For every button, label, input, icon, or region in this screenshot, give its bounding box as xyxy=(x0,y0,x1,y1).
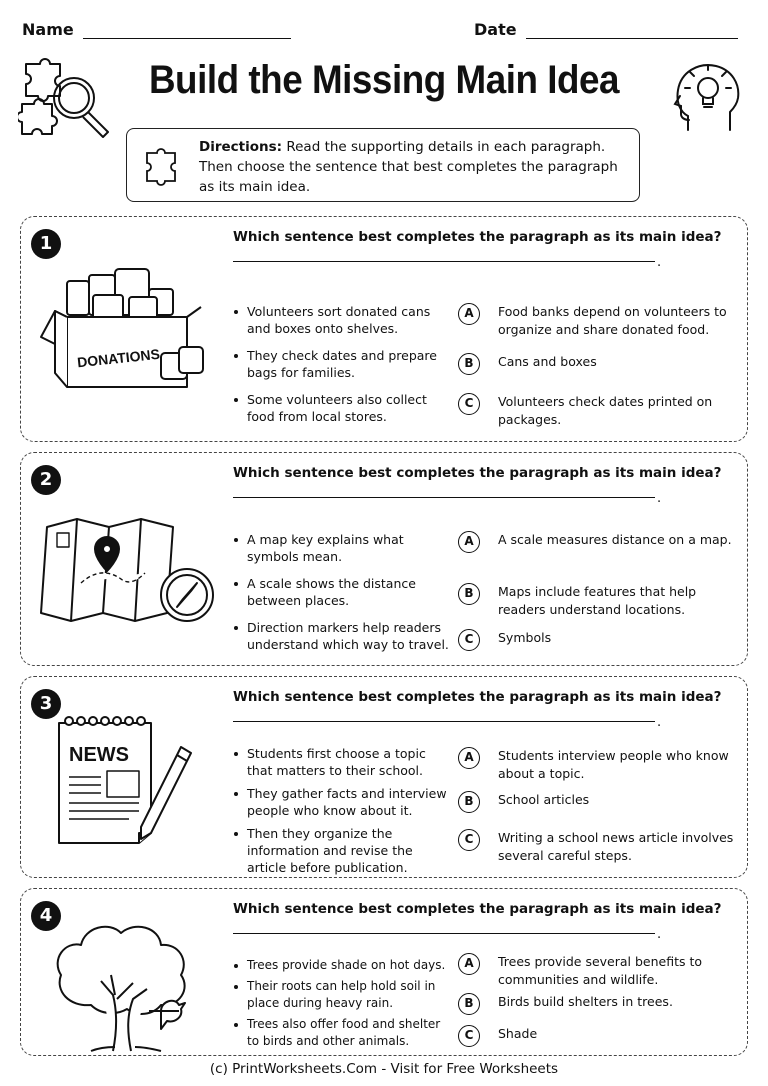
option-text: Shade xyxy=(498,1026,538,1041)
option-text: Volunteers check dates printed on packag… xyxy=(498,394,713,427)
question-prompt: Which sentence best completes the paragr… xyxy=(233,901,722,917)
directions-text: Directions: Read the supporting details … xyxy=(199,137,629,197)
detail-item: They gather facts and interview people w… xyxy=(231,785,453,819)
option-text: Trees provide several benefits to commun… xyxy=(498,954,703,987)
details-list: Students first choose a topic that matte… xyxy=(231,745,453,886)
question-number: 3 xyxy=(31,689,61,719)
question-card-1: 1 Which sentence best completes the para… xyxy=(20,216,748,442)
option-letter[interactable]: C xyxy=(458,829,480,851)
option-letter[interactable]: B xyxy=(458,353,480,375)
donation-box-icon: DONATIONS xyxy=(40,268,204,388)
detail-item: They check dates and prepare bags for fa… xyxy=(231,347,453,381)
detail-item: A scale shows the distance between place… xyxy=(231,575,453,609)
detail-item: Their roots can help hold soil in place … xyxy=(231,978,453,1012)
name-line[interactable] xyxy=(83,24,292,39)
answer-line[interactable] xyxy=(233,933,655,934)
name-field[interactable]: Name xyxy=(22,20,292,39)
option-text: Maps include features that help readers … xyxy=(498,584,697,617)
detail-item: A map key explains what symbols mean. xyxy=(231,531,453,565)
option-letter[interactable]: B xyxy=(458,583,480,605)
question-card-2: 2 Which sentence best completes the para… xyxy=(20,452,748,666)
head-lightbulb-icon xyxy=(673,64,740,131)
option-text: Food banks depend on volunteers to organ… xyxy=(498,304,727,337)
option-text: Cans and boxes xyxy=(498,354,597,369)
answer-line[interactable] xyxy=(233,261,655,262)
option-letter[interactable]: A xyxy=(458,303,480,325)
question-prompt: Which sentence best completes the paragr… xyxy=(233,465,722,481)
option-text: Symbols xyxy=(498,630,552,645)
news-label: NEWS xyxy=(69,744,129,766)
directions-lead: Directions: xyxy=(199,139,283,155)
option-letter[interactable]: B xyxy=(458,791,480,813)
option-text: Birds build shelters in trees. xyxy=(498,994,673,1009)
option-text: School articles xyxy=(498,792,590,807)
directions-body: Read the supporting details in each para… xyxy=(199,139,618,195)
detail-item: Students first choose a topic that matte… xyxy=(231,745,453,779)
map-compass-icon xyxy=(40,518,214,622)
puzzle-piece-icon xyxy=(146,148,176,186)
option-text: A scale measures distance on a map. xyxy=(498,532,732,547)
answer-period: . xyxy=(657,715,662,730)
name-label: Name xyxy=(22,20,74,39)
option-letter[interactable]: C xyxy=(458,1025,480,1047)
details-list: Trees provide shade on hot days. Their r… xyxy=(231,957,453,1060)
date-field[interactable]: Date xyxy=(474,20,739,39)
directions-box: Directions: Read the supporting details … xyxy=(126,128,640,202)
option-letter[interactable]: C xyxy=(458,393,480,415)
answer-period: . xyxy=(657,491,662,506)
details-list: Volunteers sort donated cans and boxes o… xyxy=(231,303,453,435)
date-line[interactable] xyxy=(526,24,739,39)
question-prompt: Which sentence best completes the paragr… xyxy=(233,229,722,245)
puzzle-magnifier-icon xyxy=(18,58,109,138)
newspaper-pencil-icon: NEWS xyxy=(58,716,192,844)
tree-bird-icon xyxy=(56,925,186,1052)
question-card-4: 4 Which sentence best completes the para… xyxy=(20,888,748,1056)
answer-period: . xyxy=(657,927,662,942)
answer-line[interactable] xyxy=(233,497,655,498)
details-list: A map key explains what symbols mean. A … xyxy=(231,531,453,663)
question-number: 2 xyxy=(31,465,61,495)
page-title: Build the Missing Main Idea xyxy=(148,58,620,102)
date-label: Date xyxy=(474,20,517,39)
option-text: Students interview people who know about… xyxy=(498,748,729,781)
question-card-3: 3 Which sentence best completes the para… xyxy=(20,676,748,878)
detail-item: Trees provide shade on hot days. xyxy=(231,957,453,974)
detail-item: Then they organize the information and r… xyxy=(231,825,453,876)
answer-line[interactable] xyxy=(233,721,655,722)
option-letter[interactable]: A xyxy=(458,953,480,975)
option-letter[interactable]: B xyxy=(458,993,480,1015)
detail-item: Some volunteers also collect food from l… xyxy=(231,391,453,425)
question-number: 4 xyxy=(31,901,61,931)
option-letter[interactable]: A xyxy=(458,747,480,769)
option-letter[interactable]: C xyxy=(458,629,480,651)
option-text: Writing a school news article involves s… xyxy=(498,830,734,863)
question-number: 1 xyxy=(31,229,61,259)
answer-period: . xyxy=(657,255,662,270)
question-prompt: Which sentence best completes the paragr… xyxy=(233,689,722,705)
detail-item: Direction markers help readers understan… xyxy=(231,619,453,653)
detail-item: Volunteers sort donated cans and boxes o… xyxy=(231,303,453,337)
option-letter[interactable]: A xyxy=(458,531,480,553)
detail-item: Trees also offer food and shelter to bir… xyxy=(231,1016,453,1050)
footer-credit: (c) PrintWorksheets.Com - Visit for Free… xyxy=(209,1061,559,1077)
